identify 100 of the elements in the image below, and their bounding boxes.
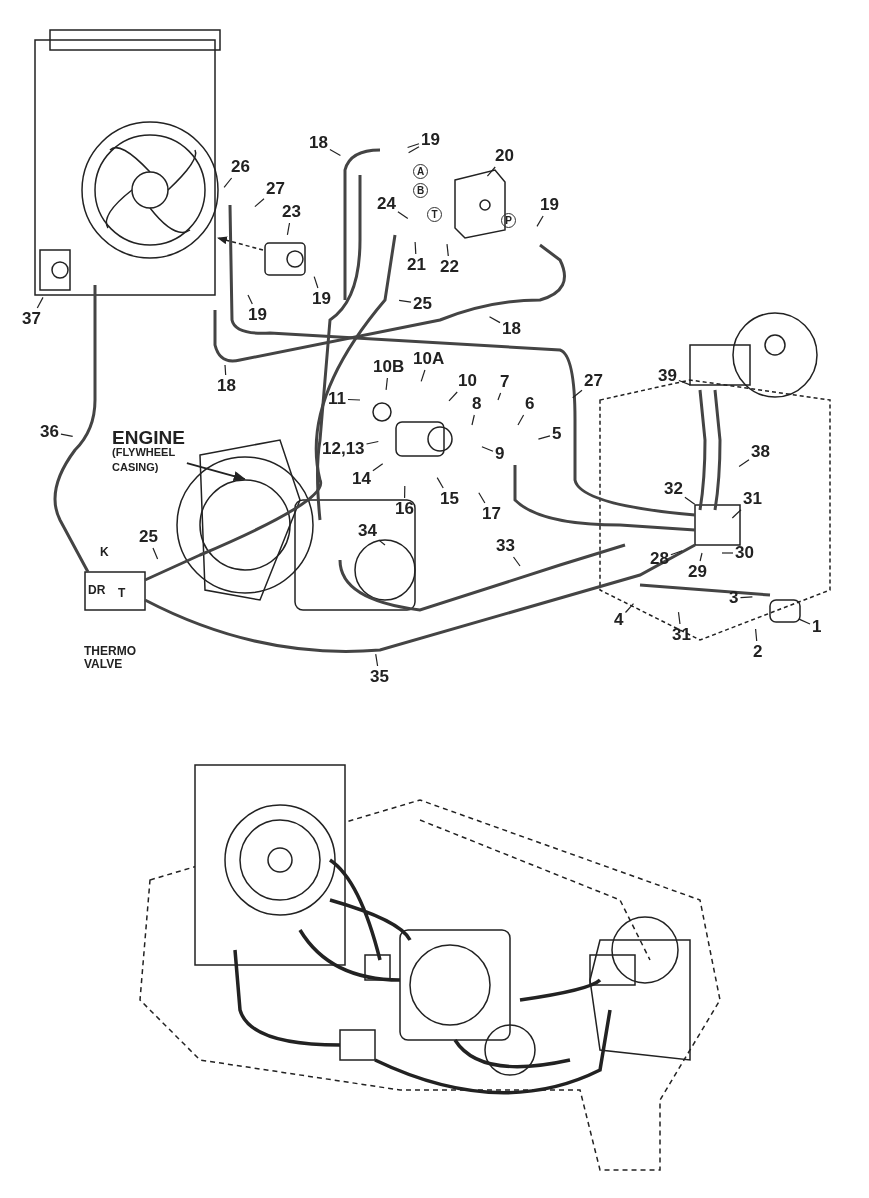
leader-line xyxy=(517,414,525,426)
leader-line xyxy=(224,364,227,376)
callout-number: 17 xyxy=(482,505,501,523)
leader-line xyxy=(731,509,742,519)
leader-line xyxy=(329,148,341,156)
leader-line xyxy=(372,463,384,472)
callout-number: 39 xyxy=(658,367,677,385)
leader-line xyxy=(378,539,386,546)
leader-line xyxy=(537,435,551,440)
leader-line xyxy=(486,166,496,177)
callout-number: 24 xyxy=(377,195,396,213)
callout-number: 26 xyxy=(231,158,250,176)
leader-line xyxy=(738,459,750,468)
leader-line xyxy=(721,552,734,554)
callout-number: 34 xyxy=(358,522,377,540)
callout-number: 14 xyxy=(352,470,371,488)
leader-line xyxy=(512,556,521,567)
leader-line xyxy=(152,547,159,560)
leader-line xyxy=(397,211,409,220)
callout-number: 6 xyxy=(525,395,535,413)
callout-number: 22 xyxy=(440,258,459,276)
callout-number: 19 xyxy=(248,306,267,324)
callout-number: 18 xyxy=(309,134,328,152)
callout-number: 25 xyxy=(139,528,158,546)
callout-number: 28 xyxy=(650,550,669,568)
leader-line xyxy=(347,398,361,401)
leader-line xyxy=(247,294,253,305)
callout-number: 9 xyxy=(495,445,505,463)
callout-number: 11 xyxy=(328,390,346,408)
callout-number: 1 xyxy=(812,618,822,636)
callout-number: 19 xyxy=(312,290,331,308)
leader-line xyxy=(624,603,635,614)
callout-number: 3 xyxy=(729,589,739,607)
callout-number: 20 xyxy=(495,147,514,165)
leader-line xyxy=(488,316,501,324)
leader-line xyxy=(448,391,458,402)
leader-line xyxy=(536,215,544,227)
callout-number: 7 xyxy=(500,373,510,391)
leader-line xyxy=(254,198,265,208)
leader-line xyxy=(407,143,420,149)
leader-line xyxy=(286,222,291,236)
leader-line xyxy=(798,618,811,625)
leader-line xyxy=(497,392,502,401)
leader-line xyxy=(670,550,683,556)
leader-line xyxy=(677,611,681,625)
callout-number: 32 xyxy=(664,480,683,498)
callout-number: 27 xyxy=(584,372,603,390)
leader-line xyxy=(36,296,44,309)
callout-number: 21 xyxy=(407,256,426,274)
leader-line xyxy=(481,446,494,452)
leader-line xyxy=(572,389,583,399)
leader-line xyxy=(755,628,758,642)
callout-number: 19 xyxy=(540,196,559,214)
callout-number: 10B xyxy=(373,358,405,376)
leader-line xyxy=(404,485,406,499)
port-label: T xyxy=(118,587,126,600)
leader-line xyxy=(478,492,486,504)
leader-line xyxy=(684,496,696,505)
callout-number: 2 xyxy=(753,643,763,661)
callout-number: 10 xyxy=(458,372,477,390)
callout-number: 18 xyxy=(217,377,236,395)
callout-number: 23 xyxy=(282,203,301,221)
leader-line xyxy=(420,369,426,382)
leader-line xyxy=(471,414,475,426)
callout-number: 19 xyxy=(421,131,440,149)
callout-number: 37 xyxy=(22,310,41,328)
leader-line xyxy=(446,243,449,257)
callout-number: 12,13 xyxy=(322,440,365,458)
leader-line xyxy=(436,477,444,489)
leader-line xyxy=(739,596,753,599)
leader-line xyxy=(223,177,233,188)
callout-number: 31 xyxy=(672,626,691,644)
callout-number: 29 xyxy=(688,563,707,581)
part-name: THERMO VALVE xyxy=(84,645,137,671)
callout-number: 31 xyxy=(743,490,762,508)
leader-line xyxy=(414,241,417,255)
port-label: K xyxy=(100,546,109,559)
callout-number: 5 xyxy=(552,425,562,443)
leader-line xyxy=(375,653,379,667)
leader-line xyxy=(408,146,420,154)
leader-line xyxy=(699,552,703,562)
callout-number: 38 xyxy=(751,443,770,461)
callout-number: 8 xyxy=(472,395,482,413)
callout-number: 16 xyxy=(395,500,414,518)
callout-number: 25 xyxy=(413,295,432,313)
callout-number: 15 xyxy=(440,490,459,508)
callout-number: 33 xyxy=(496,537,515,555)
callout-number: 10A xyxy=(413,350,445,368)
leader-line xyxy=(385,377,388,391)
callout-number: 36 xyxy=(40,423,59,441)
callout-number: 4 xyxy=(614,611,624,629)
callout-number: 18 xyxy=(502,320,521,338)
leader-line xyxy=(398,299,412,303)
callout-number: 30 xyxy=(735,544,754,562)
part-note: (FLYWHEEL CASING) xyxy=(112,445,176,475)
callout-number: 27 xyxy=(266,180,285,198)
port-label: DR xyxy=(88,584,106,597)
leader-line xyxy=(60,433,74,437)
callout-number: 35 xyxy=(370,668,389,686)
part-name: ENGINE xyxy=(112,430,185,445)
